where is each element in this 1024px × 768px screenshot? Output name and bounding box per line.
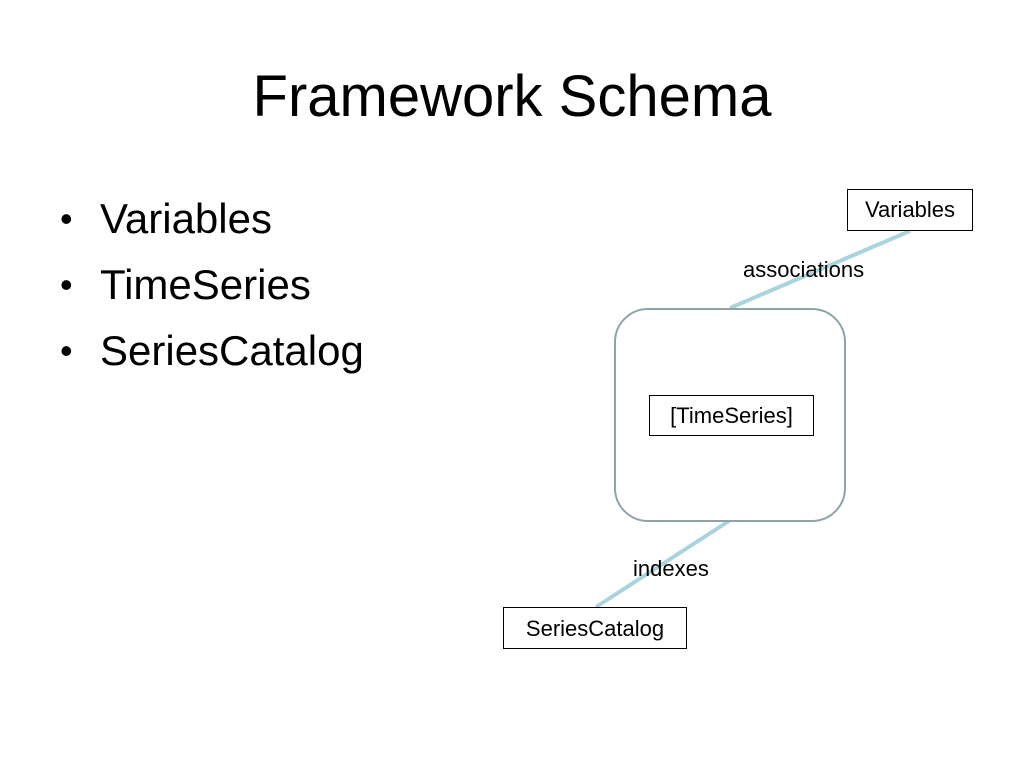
timeseries-node: [TimeSeries] [649, 395, 814, 436]
seriescatalog-node-label: SeriesCatalog [525, 616, 665, 641]
bullet-dot-icon: • [60, 198, 73, 239]
indexes-connector [594, 519, 731, 609]
bullet-text: TimeSeries [100, 261, 311, 308]
bullet-list: • Variables • TimeSeries • SeriesCatalog [56, 186, 364, 384]
bullet-item-variables: • Variables [56, 186, 364, 252]
variables-node-label: Variables [864, 197, 956, 222]
bullet-text: SeriesCatalog [100, 327, 364, 374]
bullet-dot-icon: • [60, 264, 73, 305]
associations-connector [729, 229, 911, 310]
bullet-dot-icon: • [60, 330, 73, 371]
bullet-text: Variables [100, 195, 272, 242]
timeseries-container [614, 308, 846, 522]
timeseries-node-label: [TimeSeries] [670, 403, 793, 428]
bullet-item-seriescatalog: • SeriesCatalog [56, 318, 364, 384]
seriescatalog-node: SeriesCatalog [503, 607, 687, 649]
bullet-item-timeseries: • TimeSeries [56, 252, 364, 318]
slide-title: Framework Schema [252, 64, 772, 129]
variables-node: Variables [847, 189, 973, 231]
associations-label: associations [743, 257, 865, 282]
indexes-label: indexes [633, 556, 709, 581]
